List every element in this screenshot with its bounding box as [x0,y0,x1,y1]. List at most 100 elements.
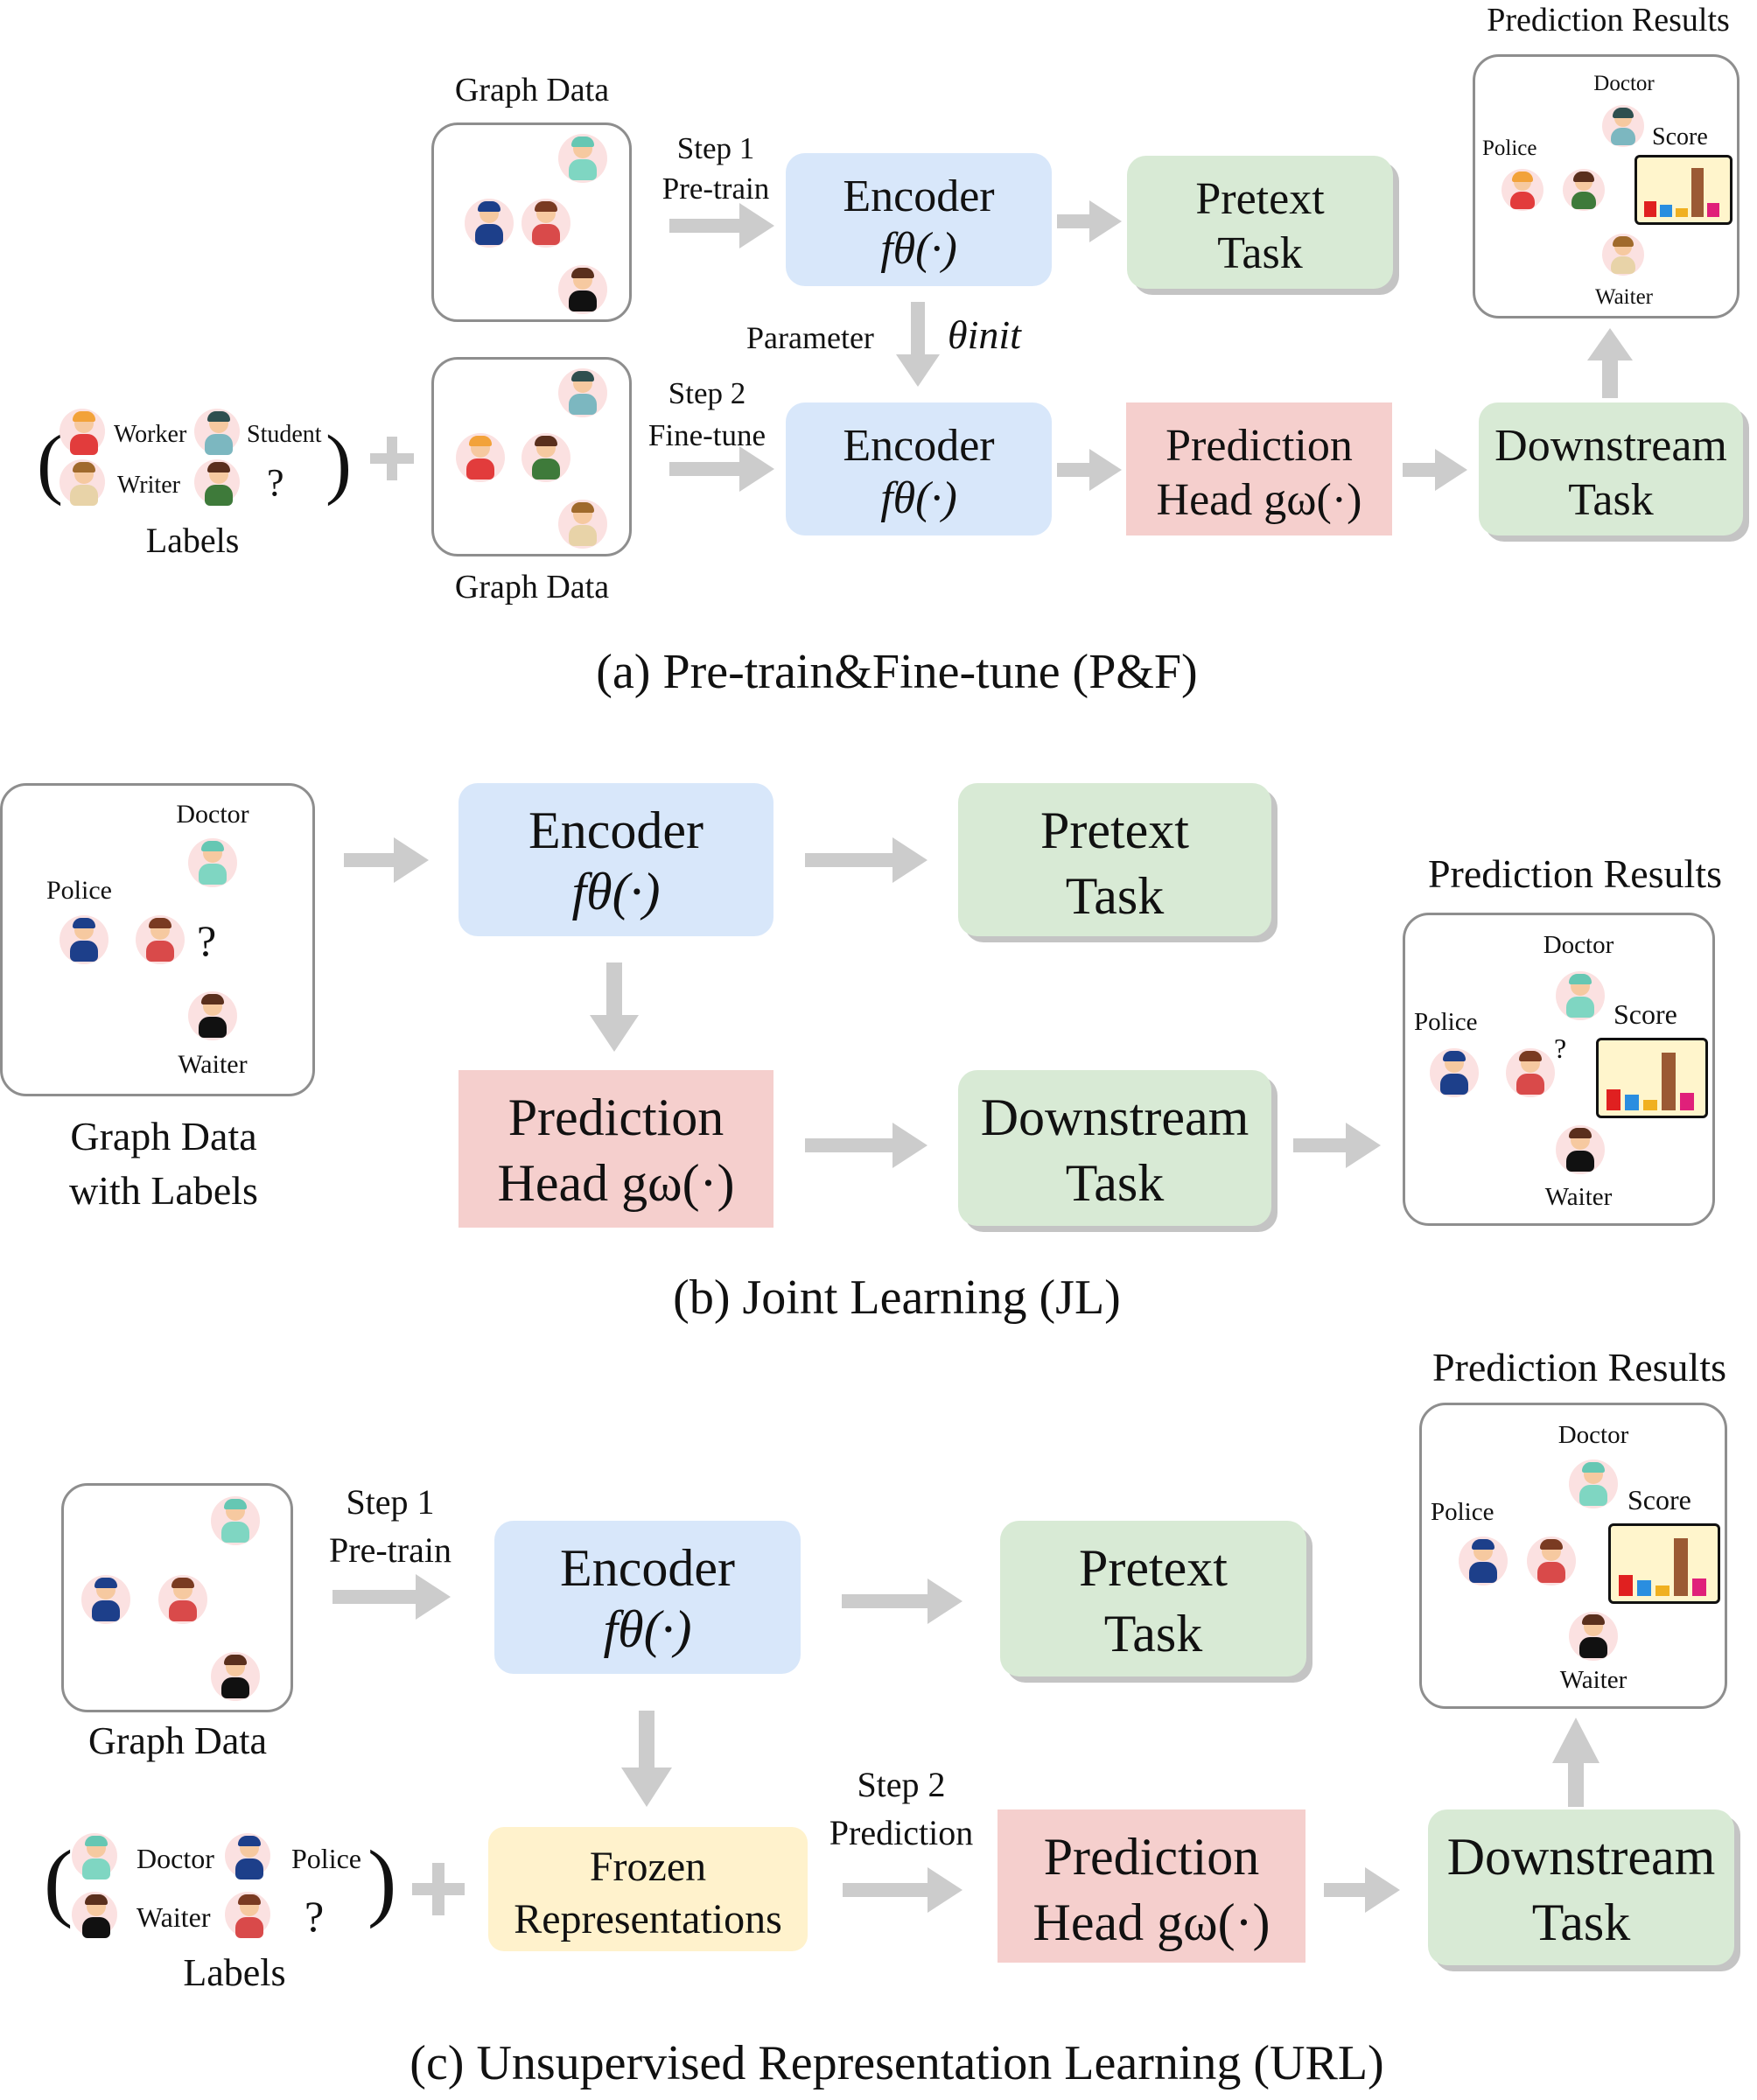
score-chart-a [1634,155,1732,225]
downstream-label: Downstream [1494,421,1727,471]
arrow-c-downstream-results [1552,1718,1600,1807]
label-question-a: ? [267,461,284,504]
frozen-label: Frozen [589,1844,707,1890]
theta-init-label: θinit [948,312,1021,357]
encoder-label: Encoder [843,421,995,471]
doctor-icon [188,838,237,887]
arrow-a-encoder-head [1057,449,1122,491]
prediction-results-title-b: Prediction Results [1427,851,1723,896]
encoder-box-c: Encoder fθ(·) [494,1521,801,1674]
student-icon [558,368,607,417]
label-worker: Worker [114,421,187,448]
pretrain-label-a: Pre-train [662,172,770,206]
graph-police: Police [46,876,112,905]
head-label: Head gω(·) [1156,475,1362,525]
woman-icon [522,199,570,248]
writer-icon [60,459,105,506]
labels-paren-open-c: ( [44,1832,74,1929]
label-waiter: Waiter [136,1901,211,1933]
prediction-label: Prediction [1166,421,1353,471]
prediction-results-title-a: Prediction Results [1487,2,1730,38]
arrow-c-head-downstream [1324,1867,1400,1913]
writer-icon [558,500,607,549]
label-student: Student [247,421,322,448]
task-label: Task [1065,1154,1165,1212]
waiter-icon [188,991,237,1040]
representations-label: Representations [514,1896,782,1942]
result-doctor: Doctor [1543,931,1614,959]
task-label: Task [1217,228,1303,278]
graph-data-title-bottom: Graph Data [454,569,610,606]
arrow-a-step1 [669,203,774,248]
man-icon [1563,169,1605,211]
graph-doctor: Doctor [176,800,249,829]
arrow-c-step1 [332,1574,451,1620]
step2-label-c: Step 2 [857,1765,946,1804]
result-waiter: Waiter [1559,1666,1628,1694]
encoder-function: fθ(·) [571,863,661,920]
prediction-results-box-c: Doctor Police Score Waiter [1419,1403,1727,1709]
waiter-icon [211,1652,260,1701]
plus-a-v [387,437,397,480]
man-icon [522,433,570,482]
parameter-label: Parameter [746,320,874,355]
arrow-c-encoder-frozen [621,1711,672,1807]
encoder-function: fθ(·) [880,224,957,274]
prediction-results-box-b: Doctor Police Score Waiter ? [1403,913,1715,1226]
police-icon [1430,1048,1479,1097]
doctor-icon [72,1833,117,1880]
arrow-b-encoder-head [590,962,639,1052]
score-chart-c [1608,1523,1720,1604]
caption-c: (c) Unsupervised Representation Learning… [410,2036,1384,2090]
graph-data-box-bottom [431,357,632,556]
label-doctor: Doctor [136,1843,214,1874]
arrow-b-encoder-pretext [805,837,928,883]
waiter-icon [558,265,607,314]
arrow-a-downstream-results [1587,328,1633,398]
caption-a: (a) Pre-train&Fine-tune (P&F) [596,645,1198,699]
police-icon [1459,1536,1508,1586]
pretext-task-box-b: Pretext Task [958,783,1271,936]
arrow-a-parameter [896,302,940,387]
graph-caption-b-2: with Labels [69,1168,258,1213]
arrow-c-encoder-pretext [842,1578,962,1624]
labels-paren-close-c: ) [368,1832,397,1929]
doctor-icon [1569,1460,1618,1508]
worker-icon [1502,169,1544,211]
graph-data-box-b: Doctor Police Waiter ? [0,783,315,1096]
prediction-head-box-b: Prediction Head gω(·) [458,1070,774,1228]
result-police: Police [1482,136,1537,160]
prediction-label: Prediction [1043,1828,1260,1886]
arrow-b-downstream-results [1293,1123,1381,1168]
encoder-label: Encoder [843,172,995,221]
worker-icon [456,433,505,482]
label-writer: Writer [117,472,180,499]
labels-caption-a: Labels [145,521,240,560]
label-police: Police [291,1843,361,1874]
graph-caption-b-1: Graph Data [70,1114,257,1158]
labels-caption-c: Labels [183,1951,286,1994]
downstream-task-box-c: Downstream Task [1428,1810,1734,1965]
waiter-icon [1556,1125,1605,1174]
task-label: Task [1065,867,1165,925]
woman-icon [158,1575,207,1624]
result-score: Score [1628,1484,1691,1516]
graph-data-box-top [431,122,632,322]
pretext-label: Pretext [1040,802,1189,859]
prediction-head-box-a: Prediction Head gω(·) [1126,402,1392,536]
doctor-icon [558,134,607,183]
result-waiter: Waiter [1594,285,1654,309]
result-doctor: Doctor [1593,72,1655,95]
encoder-function: fθ(·) [880,473,957,523]
pretext-task-box-c: Pretext Task [1000,1521,1306,1676]
doctor-icon [211,1496,260,1545]
police-icon [60,915,108,964]
prediction-results-title-c: Prediction Results [1432,1345,1727,1390]
waiter-icon [1569,1612,1618,1661]
police-icon [465,199,514,248]
graph-data-title-top: Graph Data [454,72,610,108]
woman-icon [136,915,185,964]
step1-label-c: Step 1 [346,1482,435,1522]
arrow-c-step2 [843,1867,962,1913]
encoder-box-a-bottom: Encoder fθ(·) [786,402,1052,536]
